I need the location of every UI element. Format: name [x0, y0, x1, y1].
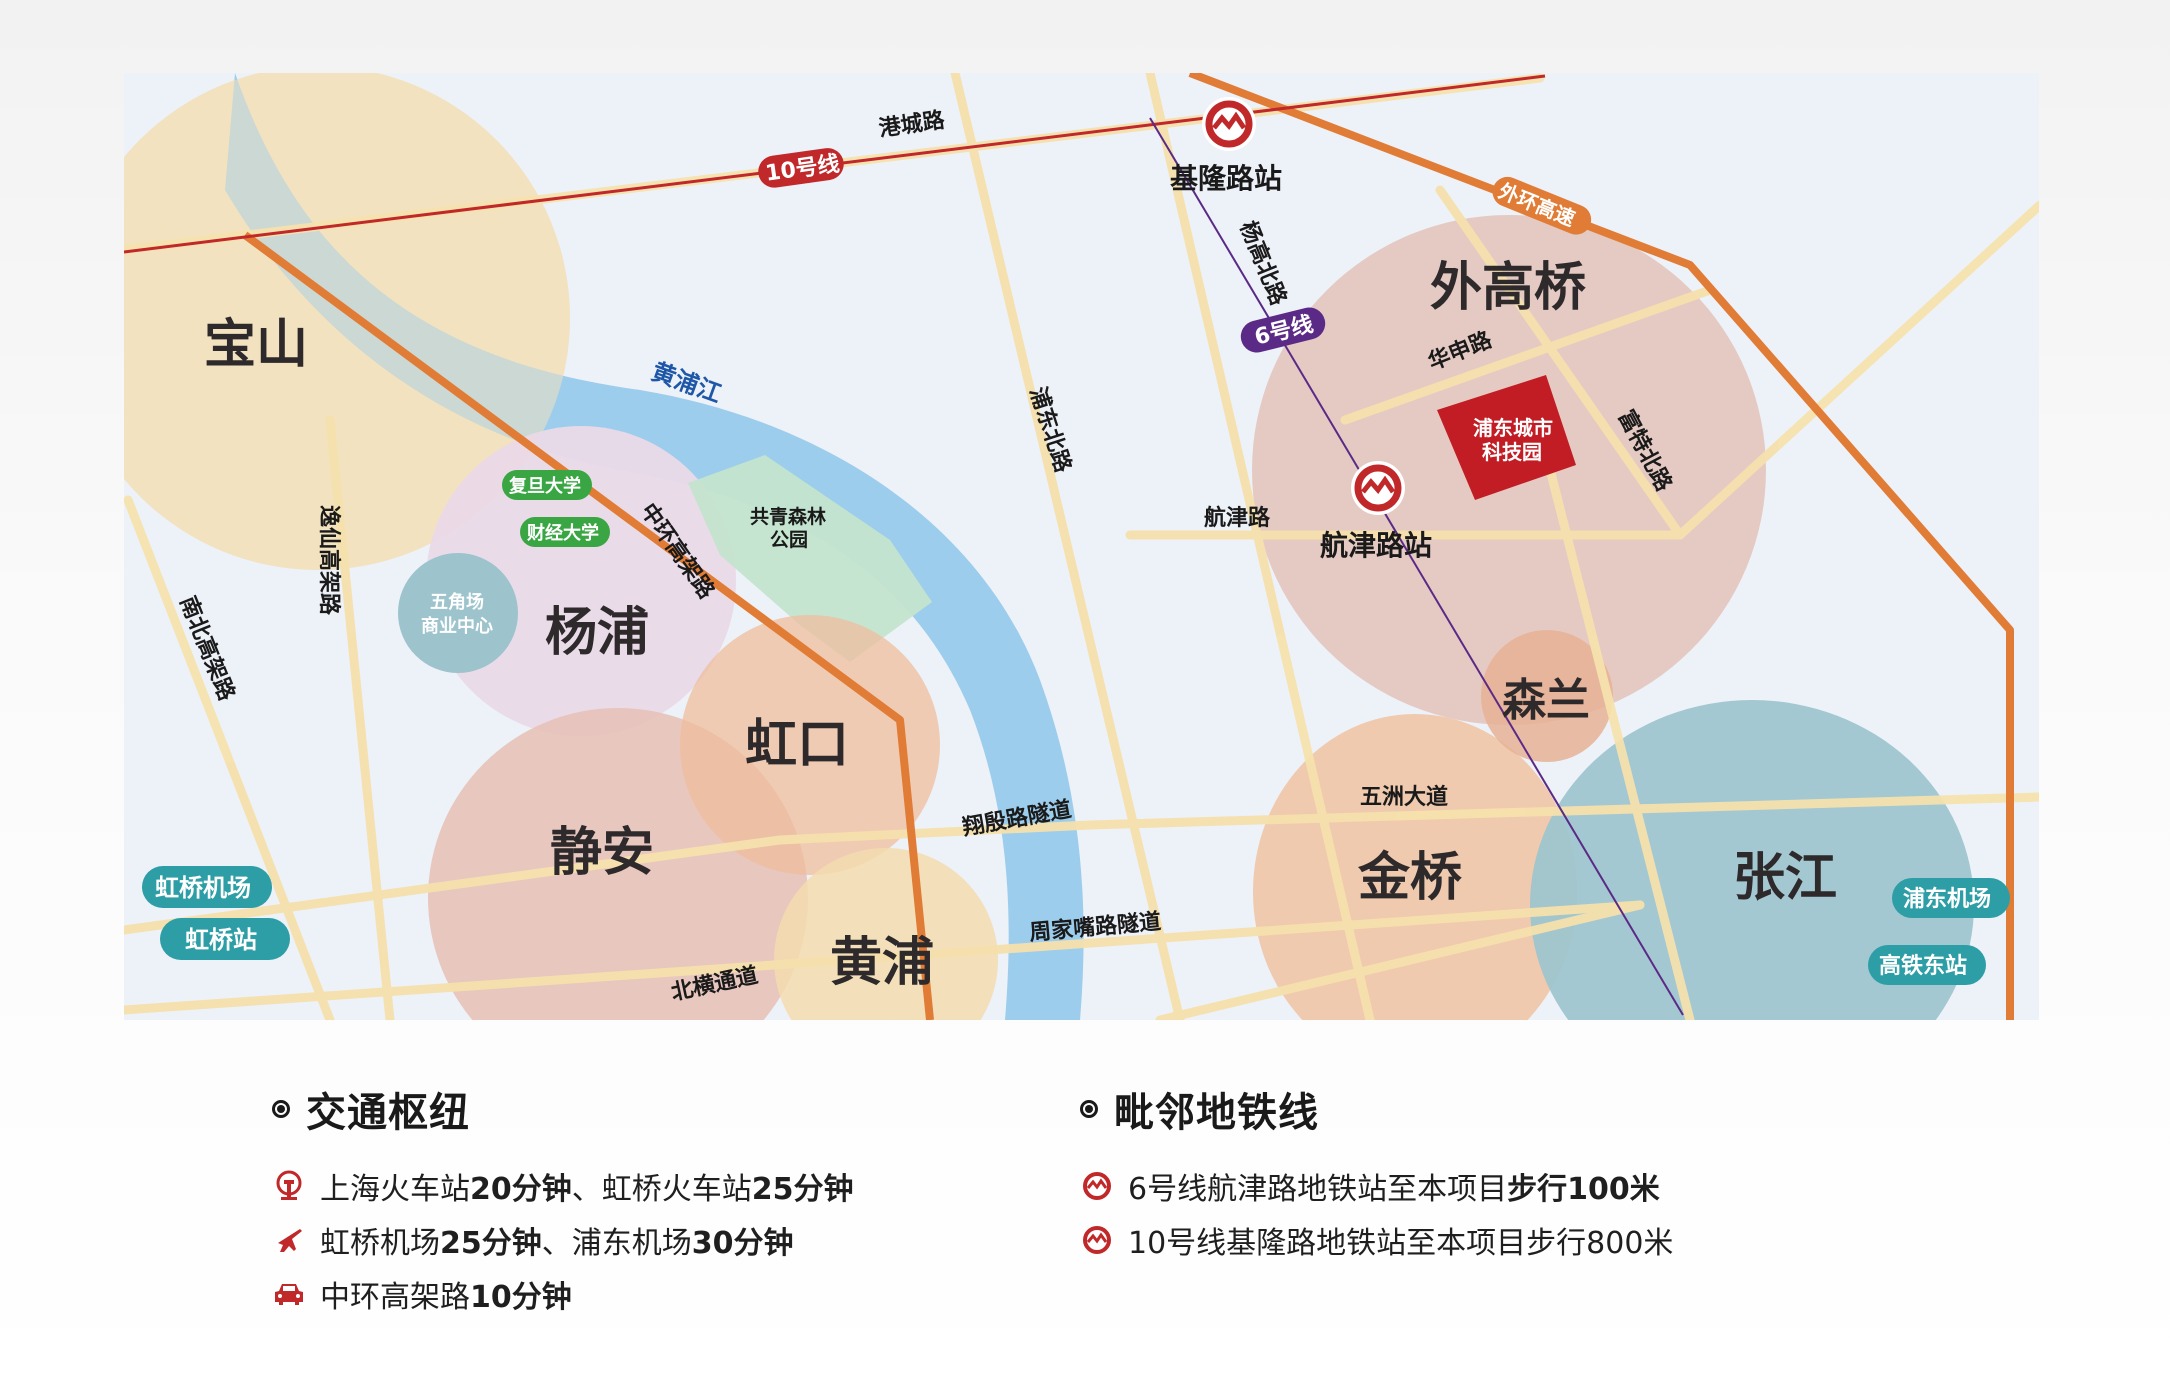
district-circle-yangpu [426, 426, 736, 736]
label-wujiaochang-2: 商业中心 [421, 615, 493, 637]
huangpu-river [225, 73, 1084, 1020]
poi-caijing: 财经大学 [520, 517, 610, 547]
district-circle-hongkou [680, 615, 940, 875]
label-wuzhou-road: 五洲大道 [1360, 784, 1448, 810]
metro-icon-hangjin [1351, 461, 1405, 515]
label-zhangjiang: 张江 [1733, 848, 1837, 908]
poi-east-hsr: 高铁东站 [1868, 945, 1986, 985]
project-label-line1: 浦东城市 [1473, 416, 1553, 440]
label-jingan: 静安 [550, 823, 654, 883]
svg-text:高铁东站: 高铁东站 [1879, 953, 1967, 979]
airplane-icon [272, 1223, 306, 1257]
label-gongqing-park-1: 共青森林 [750, 505, 826, 528]
poi-hongqiao-station: 虹桥站 [160, 918, 290, 960]
label-hangjin-road: 航津路 [1204, 505, 1271, 531]
metro-section: 毗邻地铁线 6号线航津路地铁站至本项目步行100米 10号线基隆路地铁站至本项目… [1080, 1080, 1673, 1276]
gongqing-park [688, 455, 932, 662]
project-marker [1437, 375, 1576, 500]
transport-section: 交通枢纽 上海火车站20分钟、虹桥火车站25分钟 虹桥机场25分钟、浦东机场30… [272, 1080, 854, 1330]
svg-text:复旦大学: 复旦大学 [508, 475, 581, 497]
transport-heading: 交通枢纽 [272, 1080, 854, 1138]
label-baoshan: 宝山 [204, 315, 308, 375]
svg-text:浦东机场: 浦东机场 [1903, 886, 1991, 912]
poi-pudong-airport: 浦东机场 [1892, 878, 2010, 918]
metro-row-line10: 10号线基隆路地铁站至本项目步行800米 [1080, 1222, 1673, 1261]
metro-text-0: 6号线航津路地铁站至本项目步行100米 [1128, 1172, 1660, 1207]
poi-fudan: 复旦大学 [502, 470, 592, 500]
poi-hongqiao-airport: 虹桥机场 [142, 866, 272, 908]
line10-badge: 10号线 [758, 148, 844, 188]
label-waigaoqiao: 外高桥 [1430, 258, 1586, 318]
car-icon [272, 1277, 306, 1311]
label-hongkou: 虹口 [745, 715, 849, 775]
line6-track [1149, 117, 1684, 1016]
bullet-icon [272, 1100, 290, 1118]
transport-text-0: 上海火车站20分钟、虹桥火车站25分钟 [320, 1172, 854, 1207]
metro-heading: 毗邻地铁线 [1080, 1080, 1673, 1138]
transport-row-car: 中环高架路10分钟 [272, 1276, 854, 1315]
district-circle-zhangjiang [1530, 700, 1974, 1020]
metro-row-line6: 6号线航津路地铁站至本项目步行100米 [1080, 1168, 1673, 1207]
district-circle-huangpu [774, 848, 998, 1020]
label-wujiaochang-1: 五角场 [430, 591, 484, 613]
metro-icon-jilong [1202, 97, 1256, 151]
label-yixian-road: 逸仙高架路 [316, 505, 342, 616]
svg-text:虹桥机场: 虹桥机场 [155, 874, 251, 902]
label-jinqiao: 金桥 [1357, 848, 1462, 908]
project-label-line2: 科技园 [1482, 440, 1542, 464]
label-yangpu: 杨浦 [545, 603, 649, 663]
line6-badge: 6号线 [1240, 307, 1326, 353]
railway-icon [272, 1169, 306, 1203]
transport-text-2: 中环高架路10分钟 [320, 1280, 572, 1315]
metro-icon [1080, 1169, 1114, 1203]
label-gongqing-park-2: 公园 [770, 529, 808, 551]
label-senlan: 森兰 [1502, 675, 1590, 726]
metro-text-1: 10号线基隆路地铁站至本项目步行800米 [1128, 1226, 1674, 1261]
label-hangjin-station: 航津路站 [1320, 529, 1432, 562]
metro-icon [1080, 1223, 1114, 1257]
transport-row-rail: 上海火车站20分钟、虹桥火车站25分钟 [272, 1168, 854, 1207]
label-jilong-station: 基隆路站 [1170, 162, 1282, 195]
svg-text:财经大学: 财经大学 [527, 522, 599, 544]
transport-row-air: 虹桥机场25分钟、浦东机场30分钟 [272, 1222, 854, 1261]
svg-text:虹桥站: 虹桥站 [185, 926, 257, 954]
transport-text-1: 虹桥机场25分钟、浦东机场30分钟 [320, 1226, 794, 1261]
wujiaochang-circle [398, 553, 518, 673]
bullet-icon [1080, 1100, 1098, 1118]
label-huangpu: 黄浦 [830, 933, 934, 993]
